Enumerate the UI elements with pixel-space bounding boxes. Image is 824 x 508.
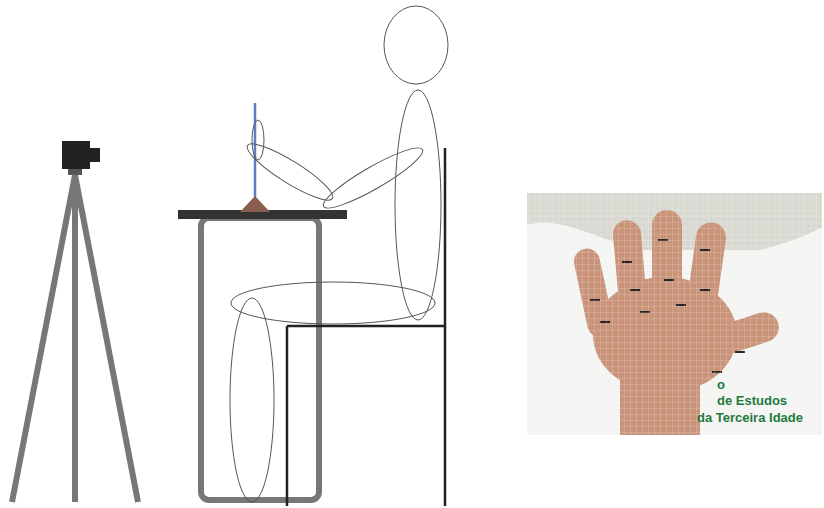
- seated-person: [230, 6, 448, 502]
- shirt-text: o: [717, 378, 725, 392]
- shirt-text: da Terceira Idade: [697, 411, 803, 425]
- tripod-camera: [12, 141, 138, 502]
- shirt-text: de Estudos: [717, 394, 787, 408]
- chair: [287, 148, 445, 506]
- table: [178, 210, 347, 500]
- hand-photo: [527, 193, 822, 435]
- vertical-rod: [240, 103, 270, 212]
